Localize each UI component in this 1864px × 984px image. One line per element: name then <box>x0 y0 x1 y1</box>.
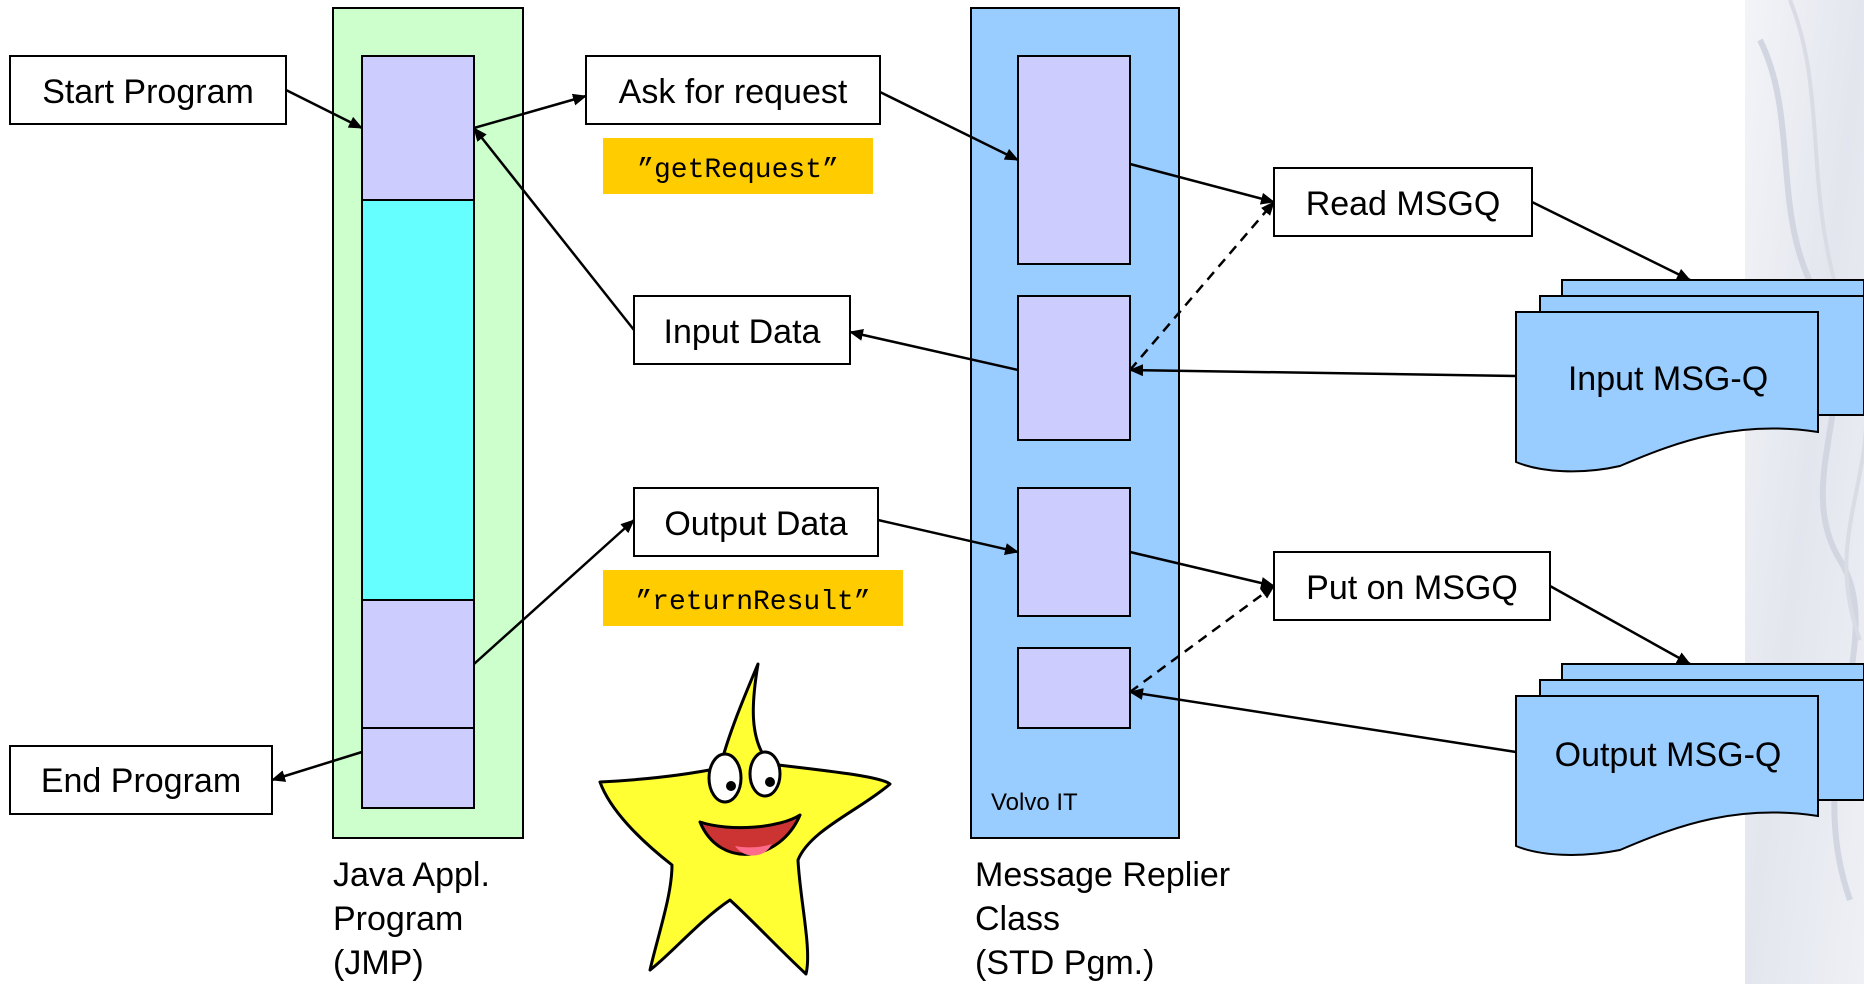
svg-text:Java Appl.: Java Appl. <box>333 856 490 894</box>
replier-segment-put <box>1017 647 1131 729</box>
input-msg-queue: Input MSG-Q <box>1515 279 1864 473</box>
jmp-segment-1 <box>361 55 475 201</box>
flow-arrows <box>271 88 1691 782</box>
arrow-jmp-to-ask <box>473 93 587 130</box>
arrow-start-to-jmp <box>285 88 363 130</box>
start-program-box: Start Program <box>9 55 287 125</box>
arrow-replier-to-put <box>1129 550 1275 589</box>
read-msgq-box: Read MSGQ <box>1273 167 1533 237</box>
svg-text:”returnResult”: ”returnResult” <box>635 587 870 618</box>
replier-column-caption: Message Replier Class (STD Pgm.) <box>975 856 1230 982</box>
svg-text:Class: Class <box>975 900 1060 938</box>
java-program-column <box>332 7 524 839</box>
arrow-jmp-to-outputdata <box>473 519 635 665</box>
svg-text:Input MSG-Q: Input MSG-Q <box>1568 360 1768 398</box>
put-on-msgq-box: Put on MSGQ <box>1273 551 1551 621</box>
arrow-jmp-to-end <box>271 750 363 782</box>
svg-text:Start Program: Start Program <box>42 73 254 111</box>
output-data-box: Output Data <box>633 487 879 557</box>
svg-text:Message Replier: Message Replier <box>975 856 1230 894</box>
arrow-outputdata-to-replier <box>877 518 1019 555</box>
arrow-replier-to-read <box>1129 162 1275 205</box>
svg-text:Read MSGQ: Read MSGQ <box>1306 185 1501 223</box>
svg-text:(STD Pgm.): (STD Pgm.) <box>975 944 1154 982</box>
svg-text:”getRequest”: ”getRequest” <box>637 155 839 186</box>
svg-text:Output MSG-Q: Output MSG-Q <box>1555 736 1782 774</box>
jmp-segment-active <box>361 199 475 601</box>
marble-background <box>1745 0 1864 984</box>
replier-segment-read <box>1017 55 1131 265</box>
jmp-segment-3 <box>361 727 475 809</box>
svg-text:Ask for request: Ask for request <box>619 73 848 111</box>
java-column-caption: Java Appl. Program (JMP) <box>333 856 490 982</box>
dashed-arrow-read <box>1129 201 1275 371</box>
svg-text:(JMP): (JMP) <box>333 944 424 982</box>
arrow-outputq-to-replier <box>1129 688 1517 754</box>
arrow-read-to-inputq <box>1531 200 1691 282</box>
get-request-tag: ”getRequest” <box>603 138 873 194</box>
svg-text:Input Data: Input Data <box>664 313 821 351</box>
arrow-ask-to-replier <box>879 90 1019 162</box>
dashed-arrow-put <box>1129 584 1275 694</box>
replier-segment-input <box>1017 295 1131 441</box>
svg-text:End Program: End Program <box>41 762 241 800</box>
svg-text:Program: Program <box>333 900 463 938</box>
message-replier-column: Volvo IT <box>970 7 1180 839</box>
end-program-box: End Program <box>9 745 273 815</box>
arrow-put-to-outputq <box>1549 584 1691 666</box>
output-msg-queue: Output MSG-Q <box>1515 663 1864 856</box>
volvo-it-label: Volvo IT <box>991 789 1078 816</box>
jmp-segment-2 <box>361 599 475 729</box>
return-result-tag: ”returnResult” <box>603 570 903 626</box>
svg-text:Put on MSGQ: Put on MSGQ <box>1306 569 1518 607</box>
arrow-replier-to-inputdata <box>849 329 1019 372</box>
ask-for-request-box: Ask for request <box>585 55 881 125</box>
replier-segment-output <box>1017 487 1131 617</box>
svg-text:Output Data: Output Data <box>664 505 847 543</box>
input-data-box: Input Data <box>633 295 851 365</box>
arrow-inputq-to-replier <box>1129 364 1517 378</box>
arrow-inputdata-to-jmp <box>473 127 635 331</box>
cartoon-star-icon <box>598 662 892 976</box>
